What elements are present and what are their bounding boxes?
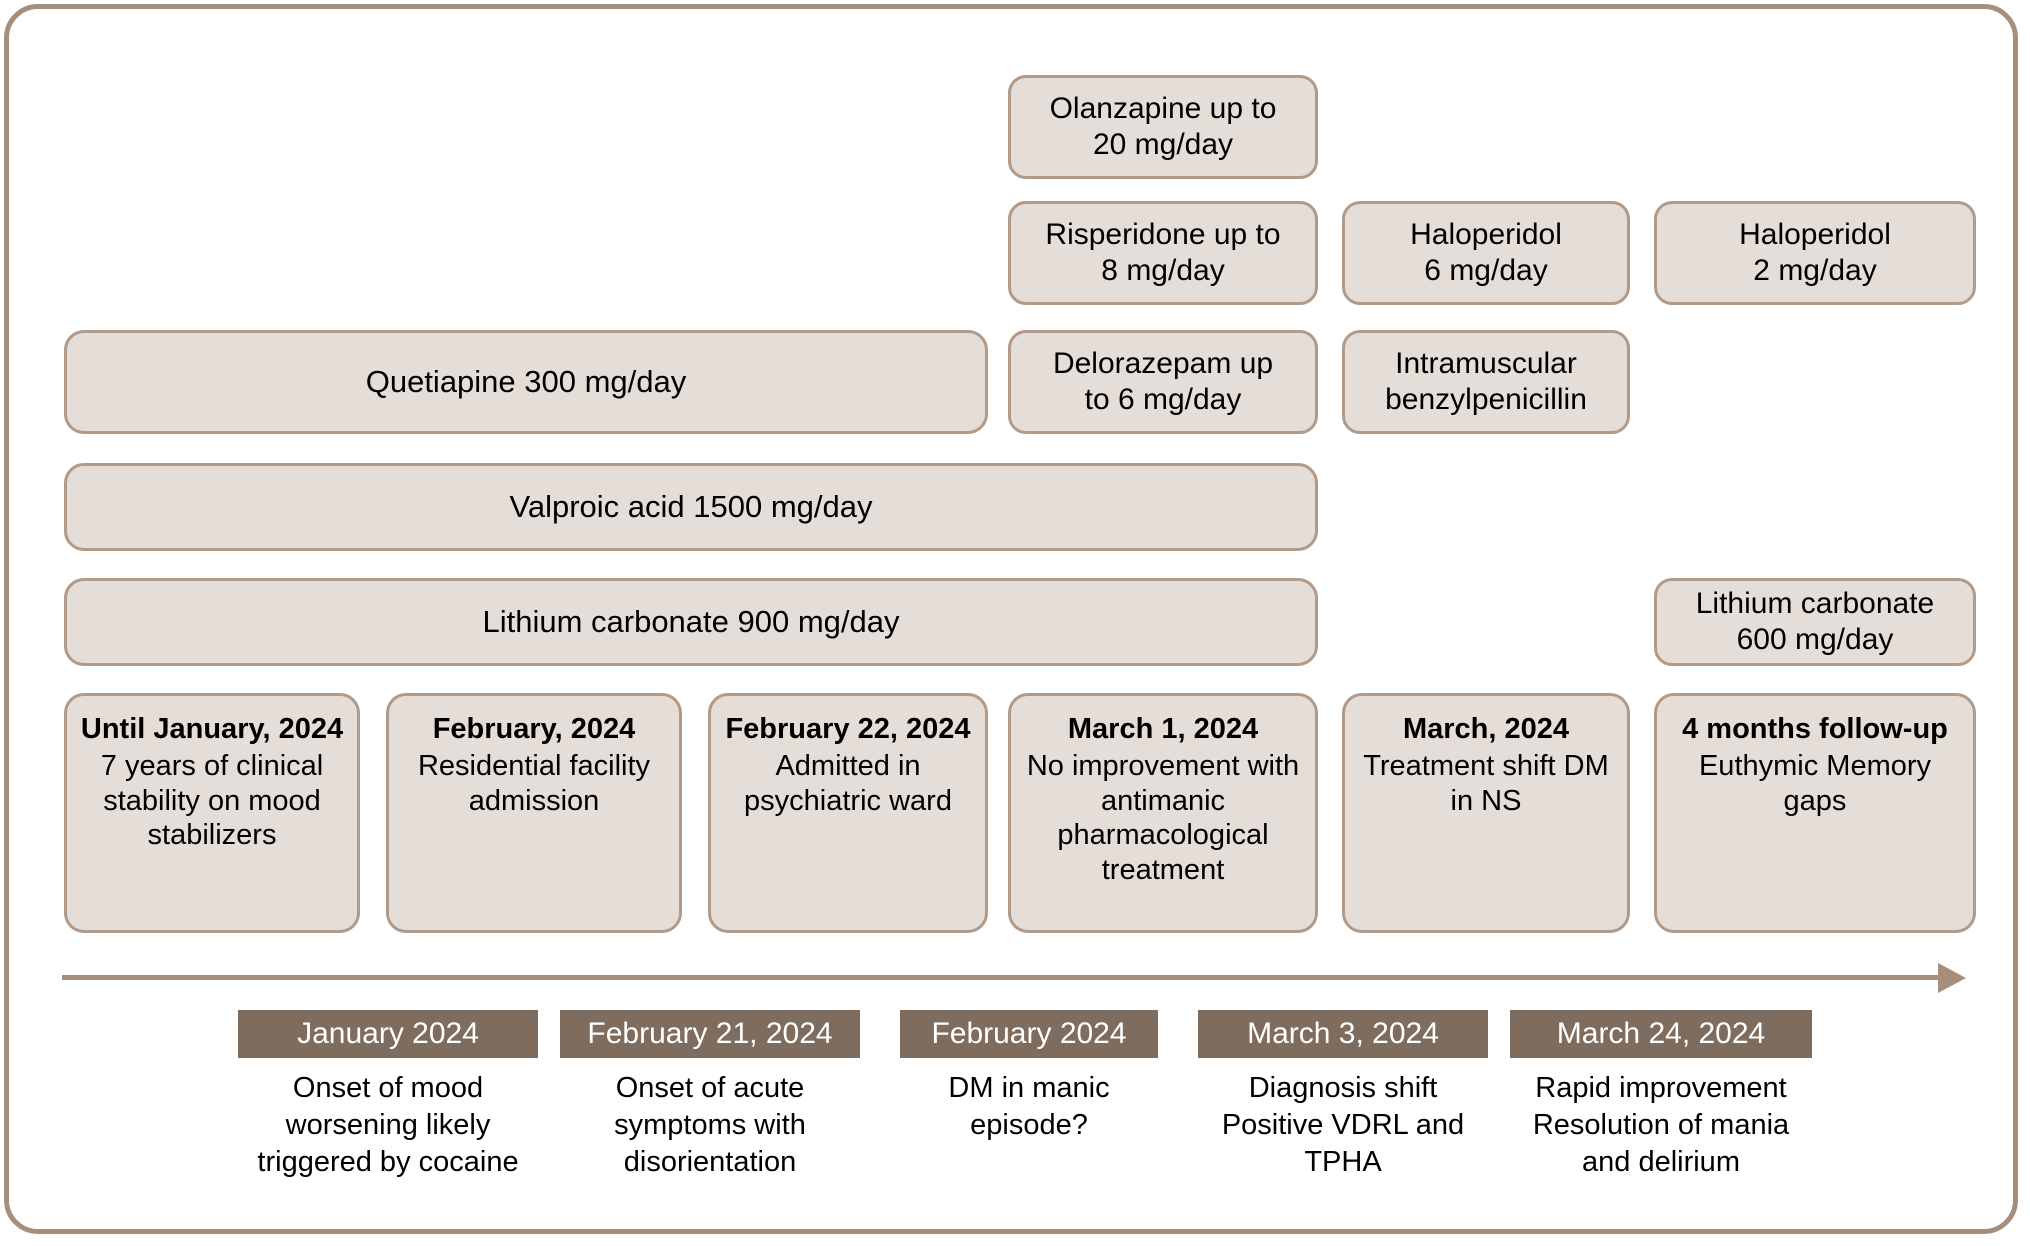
milestone-caption-february-2024: DM in manic episode? — [874, 1070, 1184, 1144]
event-body: 7 years of clinical stability on mood st… — [100, 749, 324, 852]
milestone-caption-line: worsening likely — [285, 1109, 491, 1142]
milestone-caption-line: symptoms with — [614, 1109, 806, 1142]
medication-label-line: 6 mg/day — [1424, 254, 1548, 287]
event-body: Euthymic Memory gaps — [1698, 749, 1932, 817]
milestone-caption-line: TPHA — [1304, 1146, 1382, 1179]
event-title: February 22, 2024 — [725, 713, 971, 745]
milestone-caption-february-21-2024: Onset of acute symptoms with disorientatio… — [534, 1070, 886, 1181]
event-body: No improvement with antimanic pharmacolo… — [1026, 749, 1300, 887]
timeline-axis-line — [62, 975, 1942, 980]
event-box-until-january-2024: Until January, 2024 7 years of clinical s… — [64, 693, 360, 933]
milestone-caption-line: triggered by cocaine — [257, 1146, 519, 1179]
medication-label-line: Olanzapine up to — [1049, 92, 1277, 125]
medication-label-line: 8 mg/day — [1101, 254, 1225, 287]
milestone-caption-line: Positive VDRL and — [1221, 1109, 1465, 1142]
event-body: Admitted in psychiatric ward — [744, 749, 952, 817]
medication-box-valproic-acid: Valproic acid 1500 mg/day — [64, 463, 1318, 551]
medication-label-line: Valproic acid 1500 mg/day — [509, 489, 873, 525]
medication-label-line: Haloperidol — [1410, 218, 1562, 251]
milestone-caption-january-2024: Onset of mood worsening likely triggered b… — [212, 1070, 564, 1181]
medication-label-line: Risperidone up to — [1045, 218, 1281, 251]
event-body: Treatment shift DM in NS — [1363, 749, 1609, 817]
milestone-caption-line: Resolution of mania — [1532, 1109, 1790, 1142]
date-tag-february-21-2024: February 21, 2024 — [560, 1010, 860, 1058]
date-tag-january-2024: January 2024 — [238, 1010, 538, 1058]
event-title: March, 2024 — [1402, 713, 1570, 745]
date-tag-february-2024: February 2024 — [900, 1010, 1158, 1058]
medication-label-line: Intramuscular — [1395, 347, 1577, 380]
medication-label-line: 2 mg/day — [1753, 254, 1877, 287]
medication-label-line: Haloperidol — [1739, 218, 1891, 251]
medication-label-line: Lithium carbonate — [1695, 587, 1935, 620]
event-body: Residential facility admission — [417, 749, 651, 817]
milestone-caption-line: DM in manic — [948, 1072, 1110, 1104]
event-title: February, 2024 — [432, 713, 636, 745]
date-tag-march-3-2024: March 3, 2024 — [1198, 1010, 1488, 1058]
medication-box-quetiapine: Quetiapine 300 mg/day — [64, 330, 988, 434]
milestone-caption-line: episode? — [970, 1109, 1088, 1142]
medication-label-line: Delorazepam up — [1052, 347, 1274, 380]
medication-label-line: 600 mg/day — [1736, 623, 1894, 656]
medication-label-line: Quetiapine 300 mg/day — [365, 364, 687, 400]
date-tag-march-24-2024: March 24, 2024 — [1510, 1010, 1812, 1058]
event-title: Until January, 2024 — [80, 713, 344, 745]
milestone-caption-line: Diagnosis shift — [1248, 1072, 1438, 1104]
milestone-caption-line: Onset of mood — [292, 1072, 484, 1104]
milestone-caption-line: Onset of acute — [615, 1072, 805, 1104]
medication-label-line: to 6 mg/day — [1084, 383, 1242, 416]
medication-label-line: Lithium carbonate 900 mg/day — [482, 604, 900, 640]
event-title: 4 months follow-up — [1682, 713, 1948, 745]
medication-label-line: benzylpenicillin — [1385, 383, 1587, 416]
event-title: March 1, 2024 — [1067, 713, 1259, 745]
milestone-caption-line: Rapid improvement — [1535, 1072, 1787, 1104]
medication-box-lithium-carbonate-900: Lithium carbonate 900 mg/day — [64, 578, 1318, 666]
medication-label-line: 20 mg/day — [1092, 128, 1234, 161]
milestone-caption-line: disorientation — [623, 1146, 797, 1179]
event-box-march-1-2024: March 1, 2024 No improvement with antiman… — [1008, 693, 1318, 933]
milestone-caption-line: and delirium — [1582, 1146, 1740, 1179]
timeline-arrow-head — [1938, 963, 1966, 993]
